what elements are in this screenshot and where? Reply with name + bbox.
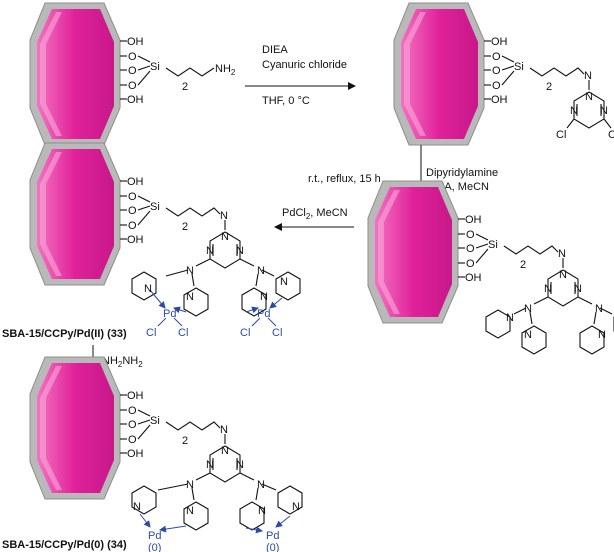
atom-n: N: [524, 303, 532, 315]
atom-n: N: [221, 445, 229, 457]
atom-oh: OH: [127, 94, 144, 106]
atom-n: N: [236, 245, 244, 257]
atom-n: N: [544, 283, 552, 295]
compound-33-label: SBA-15/CCPy/Pd(II) (33): [2, 328, 127, 340]
atom-si: Si: [150, 61, 160, 73]
atom-n: N: [559, 269, 567, 281]
atom-n: N: [570, 105, 578, 117]
atom-n: N: [598, 329, 606, 341]
atom-o: O: [466, 243, 475, 255]
atom-o: O: [128, 405, 137, 417]
atom-o: O: [128, 80, 137, 92]
step2-reagent-1: Dipyridylamine: [426, 167, 498, 179]
chain-count: 2: [520, 259, 526, 271]
chain-count: 2: [182, 221, 188, 233]
compound-2: OH O O O OH Si 2 N N N N Cl Cl: [393, 2, 614, 146]
atom-n: N: [144, 283, 152, 295]
compound-34: OH O O O OH Si 2 N N N N N N N N N N Pd …: [29, 356, 303, 552]
chain-count: 2: [182, 435, 188, 447]
compound-34-label: SBA-15/CCPy/Pd(0) (34): [2, 539, 127, 551]
compound-3: OH O O O OH Si 2 N N N N N N N N N N: [367, 180, 614, 355]
atom-o: O: [128, 419, 137, 431]
atom-cl: Cl: [608, 129, 614, 141]
atom-o: O: [128, 191, 137, 203]
atom-o: O: [128, 205, 137, 217]
atom-n: N: [558, 248, 566, 260]
chain-count: 2: [546, 81, 552, 93]
atom-oh: OH: [491, 36, 508, 48]
atom-n: N: [257, 479, 265, 491]
atom-o: O: [128, 51, 137, 63]
atom-n: N: [186, 265, 194, 277]
step1-reagent-1: DIEA: [262, 44, 288, 56]
atom-oh: OH: [127, 36, 144, 48]
atom-pd: Pd: [257, 308, 270, 320]
atom-o: O: [492, 65, 501, 77]
compound-1: OH O O O OH Si 2 NH2: [29, 2, 236, 146]
atom-n: N: [186, 291, 194, 303]
atom-cl: Cl: [178, 327, 188, 339]
atom-n: N: [280, 276, 288, 288]
chain-count: 2: [182, 81, 188, 93]
atom-n: N: [220, 424, 228, 436]
atom-si: Si: [150, 415, 160, 427]
atom-n: N: [220, 210, 228, 222]
atom-n: N: [506, 312, 514, 324]
atom-n: N: [206, 459, 214, 471]
atom-n: N: [574, 283, 582, 295]
atom-n: N: [186, 479, 194, 491]
atom-n: N: [133, 501, 141, 513]
step2-conditions: r.t., reflux, 15 h: [308, 173, 381, 185]
atom-o: O: [128, 220, 137, 232]
atom-cl: Cl: [146, 327, 156, 339]
atom-oh: OH: [127, 176, 144, 188]
atom-n: N: [236, 459, 244, 471]
step1-reagent-2: Cyanuric chloride: [262, 59, 347, 71]
atom-n: N: [186, 505, 194, 517]
atom-oh: OH: [127, 448, 144, 460]
atom-n: N: [221, 231, 229, 243]
atom-pd: Pd: [266, 530, 279, 542]
atom-n: N: [257, 265, 265, 277]
atom-n: N: [260, 291, 268, 303]
atom-pd-oxidation: (0): [148, 542, 161, 552]
atom-si: Si: [514, 61, 524, 73]
atom-n: N: [595, 303, 603, 315]
atom-pd-oxidation: (0): [266, 542, 279, 552]
atom-n: N: [524, 329, 532, 341]
atom-oh: OH: [465, 214, 482, 226]
atom-o: O: [128, 434, 137, 446]
atom-n: N: [585, 91, 593, 103]
atom-n: N: [584, 70, 592, 82]
atom-si: Si: [150, 201, 160, 213]
atom-oh: OH: [127, 234, 144, 246]
atom-n: N: [206, 245, 214, 257]
atom-si: Si: [488, 239, 498, 251]
atom-pd: Pd: [163, 308, 176, 320]
atom-oh: OH: [465, 272, 482, 284]
atom-oh: OH: [491, 94, 508, 106]
step1-conditions: THF, 0 °C: [262, 95, 310, 107]
atom-o: O: [492, 80, 501, 92]
atom-n: N: [292, 501, 300, 513]
compound-33: OH O O O OH Si 2 N N N N N N N N N N Pd …: [29, 142, 301, 339]
atom-nh2: NH2: [215, 63, 236, 77]
atom-o: O: [492, 51, 501, 63]
atom-oh: OH: [127, 390, 144, 402]
atom-n: N: [258, 505, 266, 517]
atom-cl: Cl: [272, 327, 282, 339]
atom-cl: Cl: [240, 327, 250, 339]
atom-n: N: [600, 105, 608, 117]
atom-o: O: [466, 229, 475, 241]
atom-pd: Pd: [148, 530, 161, 542]
atom-o: O: [128, 65, 137, 77]
step3-reagent: PdCl2, MeCN: [282, 207, 348, 221]
atom-o: O: [466, 258, 475, 270]
atom-cl: Cl: [556, 129, 566, 141]
